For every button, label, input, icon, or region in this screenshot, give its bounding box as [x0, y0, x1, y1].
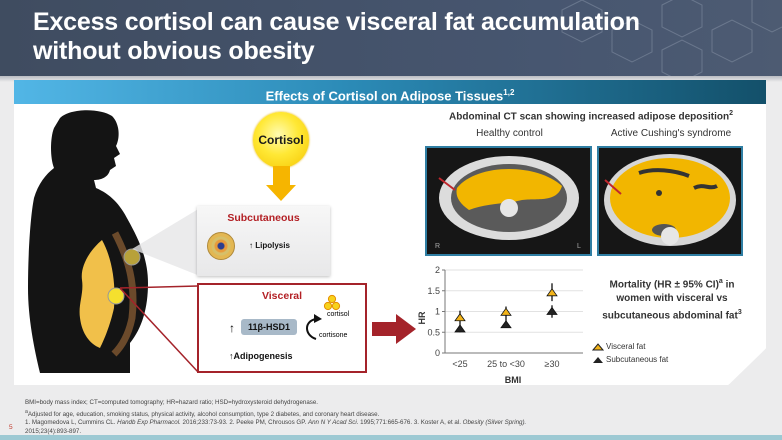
- footnote-abbrev: BMI=body mass index; CT=computed tomogra…: [25, 399, 319, 406]
- footnote-adjusted: Adjusted for age, education, smoking sta…: [27, 410, 380, 418]
- subcutaneous-callout: Subcutaneous ↑ Lipolysis: [197, 206, 330, 276]
- up-arrow-icon: ↑: [249, 241, 253, 250]
- down-arrow-icon: [266, 185, 296, 201]
- mortality-title-sup-3: 3: [737, 309, 742, 317]
- ct-marker-r: R: [435, 243, 440, 250]
- visceral-callout: Visceral ↑ 11β-HSD1 cortisol cortisone ↑…: [197, 283, 367, 373]
- title-bar: Excess cortisol can cause visceral fat a…: [0, 0, 782, 76]
- conversion-arrow-icon: [306, 314, 322, 340]
- enzyme-badge: 11β-HSD1: [241, 319, 297, 335]
- up-arrow-icon: ↑: [229, 321, 235, 335]
- cortisol-arrow-shaft: [273, 166, 290, 186]
- y-tick-label: 1.5: [427, 286, 440, 296]
- panel-header-sup: 1,2: [503, 88, 515, 97]
- mortality-chart: 0 0.5 1 1.5 2 <25 25 to <30 ≥30 HR BMI: [417, 265, 583, 385]
- subcutaneous-point: [500, 320, 512, 329]
- legend-label-subcutaneous: Subcutaneous fat: [606, 355, 669, 364]
- subcutaneous-point: [454, 324, 466, 333]
- ct-image-healthy: R L: [425, 146, 592, 256]
- adipogenesis-label: Adipogenesis: [233, 351, 293, 361]
- ct-image-cushing: [597, 146, 743, 256]
- body-silhouette-icon: [28, 110, 148, 373]
- legend-label-visceral: Visceral fat: [606, 342, 646, 351]
- ref3-journal: Obesity (Silver Spring).: [462, 419, 527, 427]
- x-tick-label: 25 to <30: [487, 359, 525, 369]
- legend-item-subcutaneous: Subcutaneous fat: [592, 353, 668, 366]
- visceral-point: [454, 313, 466, 322]
- footnote-refs: 1. Magomedova L, Cummins CL. Handb Exp P…: [25, 419, 526, 428]
- mortality-title-sup-a: a: [718, 278, 723, 285]
- cortisol-sun: Cortisol: [253, 112, 309, 168]
- page-number: 5: [9, 424, 13, 431]
- adipogenesis-text: ↑Adipogenesis: [229, 351, 293, 361]
- ref2-journal: Ann N Y Acad Sci.: [307, 419, 359, 427]
- mortality-title-line3: subcutaneous abdominal fat: [602, 310, 738, 322]
- ct-marker-l: L: [577, 243, 581, 250]
- panel-header-text: Effects of Cortisol on Adipose Tissues: [265, 88, 504, 104]
- slide-title: Excess cortisol can cause visceral fat a…: [33, 8, 640, 66]
- ref2-rest: 1995;771:665-676. 3. Koster A, et al.: [358, 419, 463, 427]
- panel-header: Effects of Cortisol on Adipose Tissues1,…: [14, 80, 766, 104]
- subcutaneous-triangle-icon: [593, 357, 603, 363]
- chart-legend: Visceral fat Subcutaneous fat: [592, 340, 668, 366]
- cortisol-label: Cortisol: [258, 133, 304, 147]
- fat-cell-icon: [207, 232, 235, 260]
- legend-item-visceral: Visceral fat: [592, 340, 668, 353]
- cushing-label: Active Cushing's syndrome: [610, 128, 732, 139]
- y-tick-label: 1: [435, 307, 440, 317]
- ref1: 1. Magomedova L, Cummins CL.: [25, 419, 118, 427]
- footnotes: BMI=body mass index; CT=computed tomogra…: [25, 399, 526, 436]
- mortality-title-line2: women with visceral vs: [616, 293, 728, 305]
- x-axis-label: BMI: [505, 375, 522, 385]
- ct-title-text: Abdominal CT scan showing increased adip…: [449, 111, 730, 123]
- y-tick-label: 2: [435, 265, 440, 275]
- footnote-ref3-citation: 2015;23(4):893-897.: [25, 427, 82, 435]
- lipolysis-label: Lipolysis: [255, 241, 290, 250]
- right-arrow-icon: [372, 314, 416, 344]
- y-tick-label: 0: [435, 348, 440, 358]
- visceral-label: Visceral: [261, 290, 303, 302]
- mortality-title-line1-end: in: [722, 279, 735, 291]
- cortisol-small-label: cortisol: [327, 311, 350, 318]
- y-axis-label: HR: [417, 311, 427, 324]
- ct-title-sup: 2: [729, 110, 733, 117]
- title-line-1: Excess cortisol can cause visceral fat a…: [33, 8, 640, 36]
- lipolysis-text: ↑ Lipolysis: [249, 241, 290, 250]
- x-tick-label: <25: [452, 359, 467, 369]
- subcutaneous-label: Subcutaneous: [227, 212, 300, 224]
- cortisol-molecules-icon: [323, 294, 341, 311]
- mortality-title: Mortality (HR ± 95% CI)a in women with v…: [590, 275, 754, 324]
- y-tick-label: 0.5: [427, 327, 440, 337]
- footnote-sup-a: a: [25, 408, 28, 415]
- callout-connectors: [120, 208, 200, 373]
- title-shadow: [0, 76, 782, 82]
- bottom-bar: [0, 435, 782, 440]
- hexagon-pattern: [561, 0, 782, 76]
- ct-title: Abdominal CT scan showing increased adip…: [400, 110, 782, 122]
- visceral-triangle-icon: [592, 343, 604, 351]
- x-tick-label: ≥30: [545, 359, 560, 369]
- ref1-rest: 2016;233:73-93. 2. Peeke PM, Chrousos GP…: [180, 419, 308, 427]
- visceral-point: [500, 307, 512, 316]
- up-arrow-icon: ↑: [229, 351, 234, 361]
- ref1-journal: Handb Exp Pharmacol.: [117, 419, 181, 427]
- title-line-2: without obvious obesity: [33, 37, 315, 65]
- subcutaneous-point: [546, 306, 558, 315]
- visceral-point: [546, 288, 558, 297]
- mortality-title-line1: Mortality (HR ± 95% CI): [609, 279, 719, 291]
- content-panel: Effects of Cortisol on Adipose Tissues1,…: [14, 80, 766, 385]
- healthy-control-label: Healthy control: [476, 128, 543, 139]
- cortisone-label: cortisone: [319, 332, 348, 339]
